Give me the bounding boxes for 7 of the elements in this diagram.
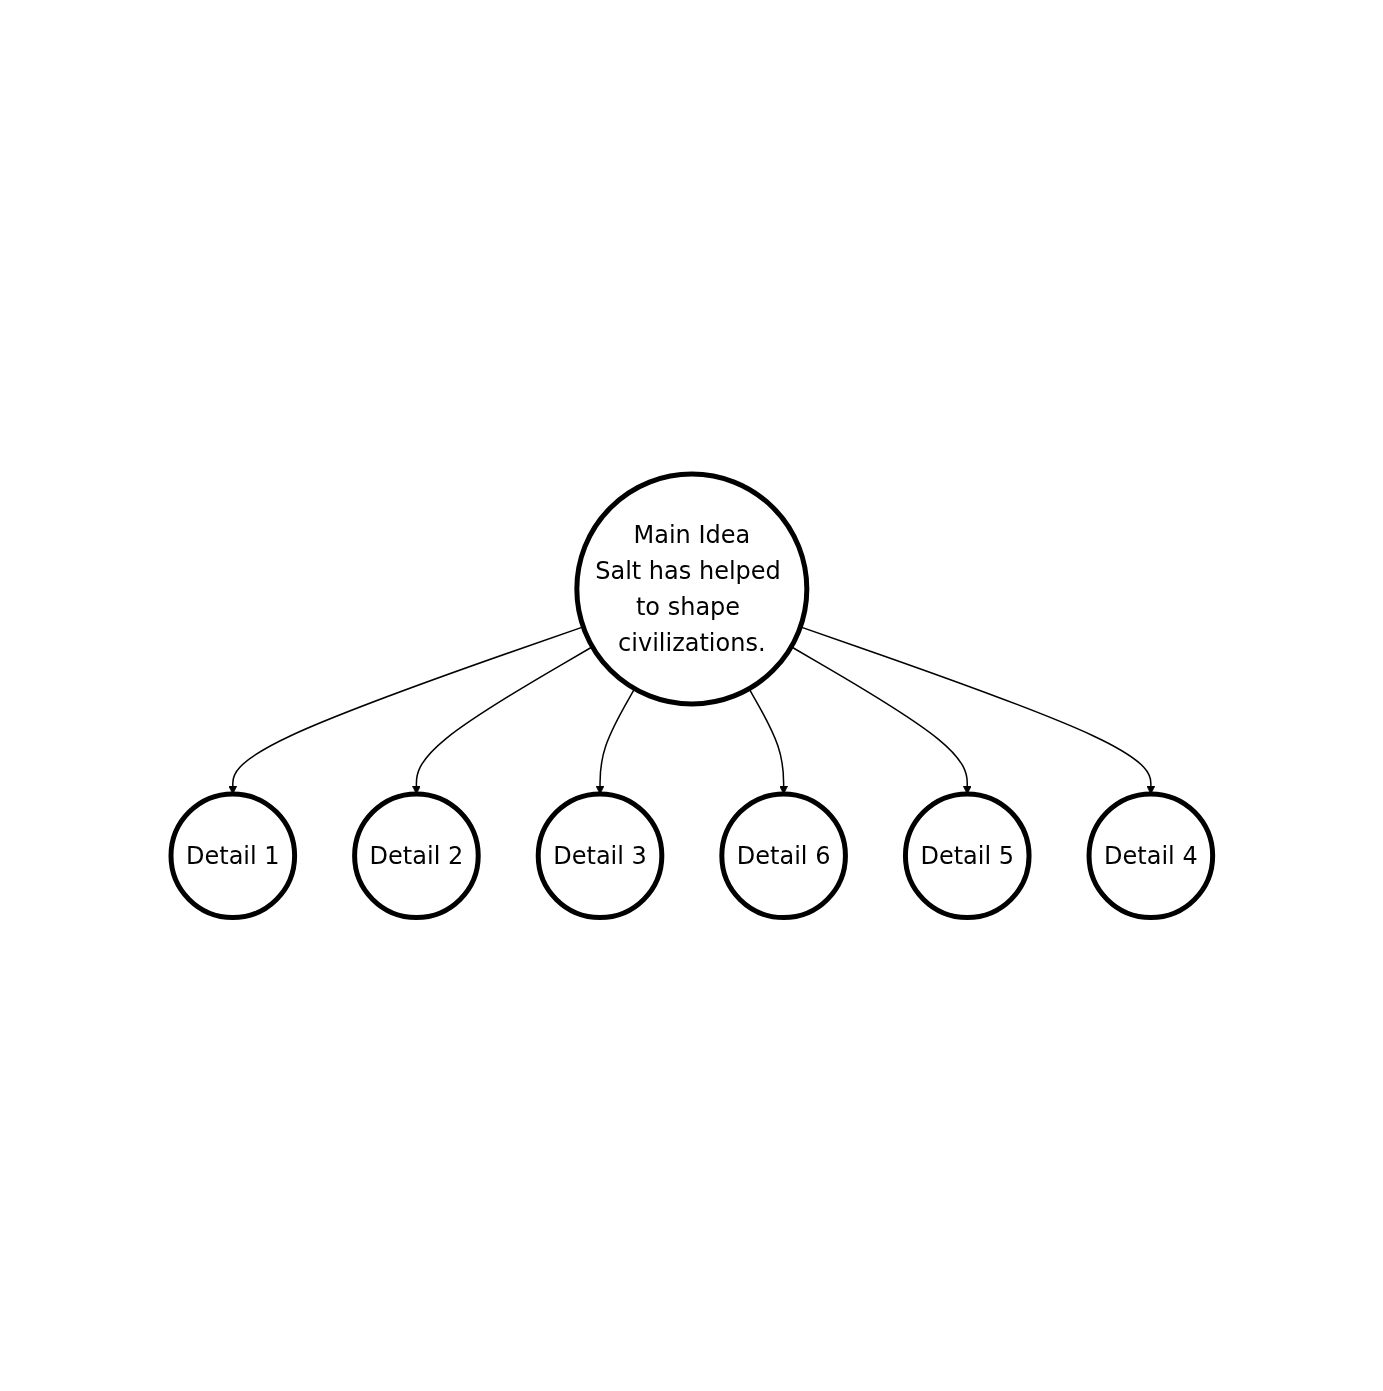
node-circle: Detail 1 bbox=[168, 791, 297, 920]
node-circle: Detail 4 bbox=[1086, 791, 1215, 920]
node-circle: Detail 5 bbox=[902, 791, 1032, 920]
node-circle: Main Idea Salt has helped to shape civilizations. bbox=[574, 471, 809, 707]
node-circle: Detail 3 bbox=[535, 791, 664, 920]
node-circle: Detail 6 bbox=[719, 791, 848, 920]
node-circle: Detail 2 bbox=[351, 791, 481, 920]
